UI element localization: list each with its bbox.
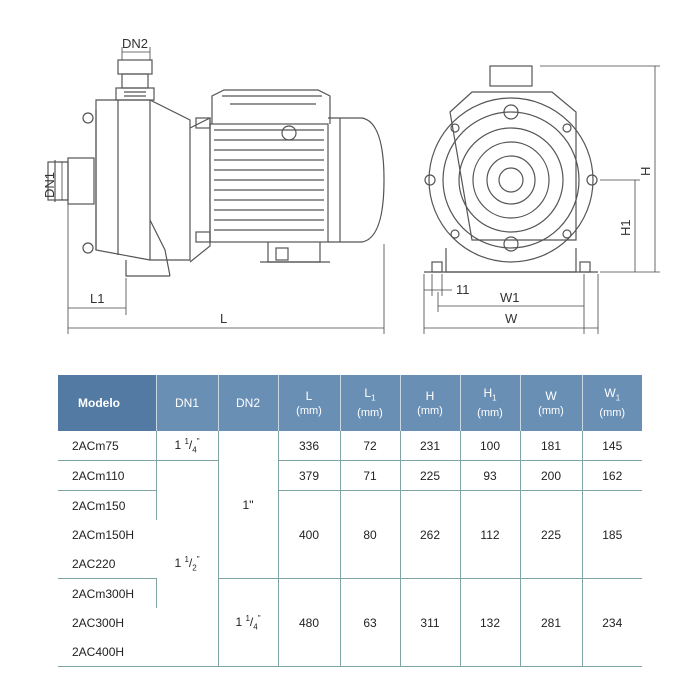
l1-cell: 63 [340, 578, 401, 667]
h1-cell: 100 [460, 431, 521, 461]
header-l: L(mm) [278, 375, 341, 431]
dim-bolt-label: 11 [456, 282, 470, 297]
pump-front-view [424, 65, 598, 273]
w-cell: 181 [520, 431, 583, 461]
model-cell: 2ACm150H [72, 527, 135, 542]
dim-w1-label: W1 [500, 290, 520, 305]
h1-cell: 93 [460, 460, 521, 491]
dn1-cell: 1 1/2" [156, 460, 219, 667]
dim-h-label: H [638, 167, 653, 176]
pump-dimension-drawing: DN2 DN1 L1 L H H1 11 W1 W [42, 36, 660, 334]
w-cell: 200 [520, 460, 583, 491]
table-row: 2ACm300H 1 1/4" 480 63 311 132 281 234 [58, 578, 642, 667]
h1-cell: 112 [460, 490, 521, 579]
dn2-cell: 1" [218, 431, 279, 579]
l-cell: 480 [278, 578, 341, 667]
h-cell: 225 [400, 460, 461, 491]
w1-cell: 185 [582, 490, 642, 579]
dim-l1-label: L1 [90, 291, 104, 306]
w-cell: 225 [520, 490, 583, 579]
table-row: 2AC400H [58, 637, 642, 667]
l1-cell: 71 [340, 460, 401, 491]
l1-cell: 72 [340, 431, 401, 461]
header-w: W(mm) [520, 375, 583, 431]
dn1-cell: 1 1/4" [156, 431, 219, 461]
table-header-row: Modelo DN1 DN2 L(mm) L1(mm) H(mm) H1(mm)… [58, 375, 642, 431]
w1-cell: 162 [582, 460, 642, 491]
header-w1: W1(mm) [582, 375, 642, 431]
table-row: 2ACm150 400 80 262 112 225 185 [58, 490, 642, 579]
table-row: 2ACm110 1 1/2" 379 71 225 93 200 162 [58, 460, 642, 667]
dim-h1-label: H1 [618, 219, 633, 236]
model-cell: 2ACm75 [58, 431, 157, 461]
dn2-cell: 1 1/4" [218, 578, 279, 667]
dim-w-label: W [505, 311, 518, 326]
h-cell: 262 [400, 490, 461, 579]
l-cell: 379 [278, 460, 341, 491]
pump-side-view [47, 59, 385, 277]
l1-cell: 80 [340, 490, 401, 579]
header-dn1: DN1 [156, 375, 219, 431]
header-dn2: DN2 [218, 375, 279, 431]
header-h1: H1(mm) [460, 375, 521, 431]
h-cell: 311 [400, 578, 461, 667]
header-l1: L1(mm) [340, 375, 401, 431]
dim-l-label: L [220, 311, 227, 326]
model-cell: 2AC400H [58, 637, 156, 667]
model-cell: 2ACm110 [58, 460, 157, 491]
table-row: 2AC220 [58, 549, 642, 579]
l-cell: 400 [278, 490, 341, 579]
h1-cell: 132 [460, 578, 521, 667]
w1-cell: 234 [582, 578, 642, 667]
dimensions-table: Modelo DN1 DN2 L(mm) L1(mm) H(mm) H1(mm)… [58, 375, 642, 667]
table-row: 2AC300H [58, 608, 642, 637]
w-cell: 281 [520, 578, 583, 667]
model-cell: 2ACm150 [58, 490, 157, 520]
model-cell: 2AC220 [58, 549, 156, 579]
h-cell: 231 [400, 431, 461, 461]
table-row: 2ACm75 1 1/4" 1" 336 72 231 100 181 145 [58, 431, 642, 579]
model-cell: 2ACm300H [58, 578, 157, 608]
w1-cell: 145 [582, 431, 642, 461]
table-row: 2ACm150H [58, 520, 642, 549]
l-cell: 336 [278, 431, 341, 461]
dimension-lines [58, 47, 660, 334]
header-h: H(mm) [400, 375, 461, 431]
dim-dn2-label: DN2 [122, 36, 148, 51]
header-modelo: Modelo [58, 375, 157, 431]
model-cell: 2AC300H [72, 615, 125, 630]
dim-dn1-label: DN1 [42, 172, 57, 198]
